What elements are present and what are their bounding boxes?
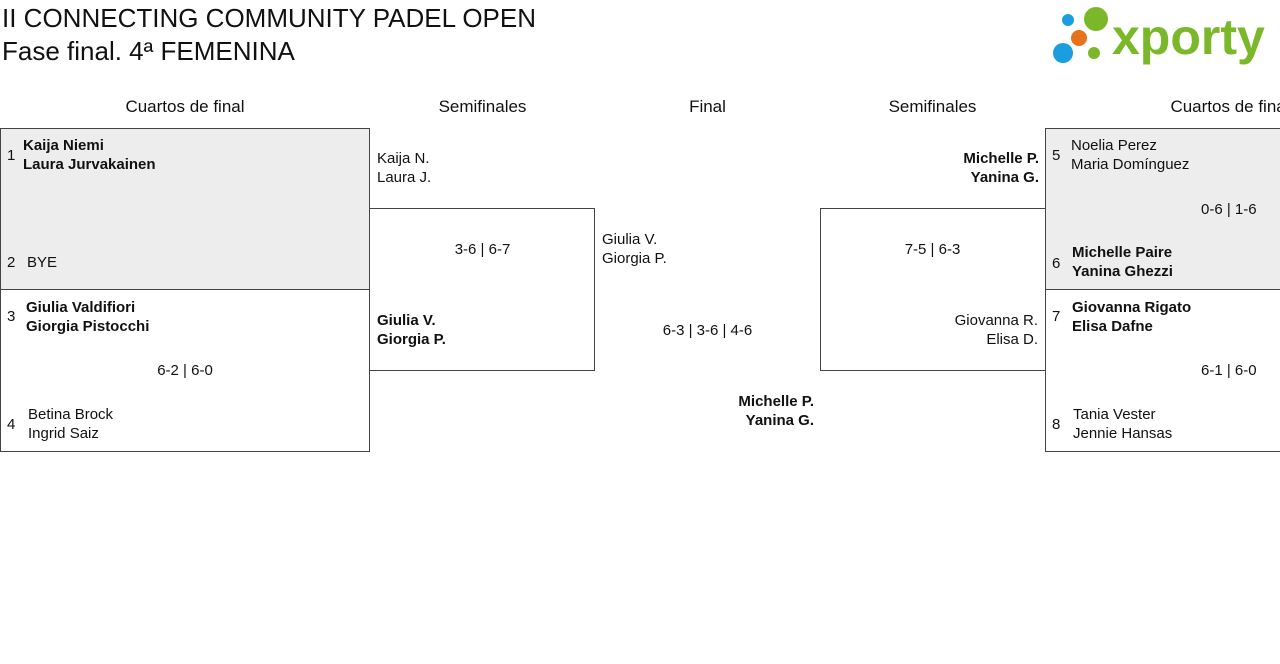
round-title-sf-left: Semifinales — [438, 97, 527, 116]
player-name: Yanina G. — [970, 169, 1039, 186]
qf-left-match-1[interactable] — [0, 128, 370, 290]
player-name: Michelle P. — [738, 393, 814, 410]
player-name: Tania Vester — [1073, 406, 1156, 423]
seed-number: 6 — [1052, 255, 1061, 272]
match-score: 7-5 | 6-3 — [904, 241, 961, 258]
player-name: Giorgia P. — [377, 331, 446, 348]
player-name: Giulia V. — [602, 231, 658, 248]
player-name: Laura Jurvakainen — [23, 156, 156, 173]
match-score: 6-1 | 6-0 — [1201, 362, 1257, 379]
player-name: Giorgia P. — [602, 250, 667, 267]
player-name: Kaija Niemi — [23, 137, 104, 154]
seed-number: 1 — [7, 147, 16, 164]
sf-left-bottom-team[interactable]: Giulia V. Giorgia P. — [377, 311, 446, 349]
player-name: Laura J. — [377, 169, 432, 186]
player-name: Giulia V. — [377, 312, 436, 329]
match-score: 0-6 | 1-6 — [1201, 201, 1257, 218]
sf-right-bottom-team[interactable]: Giovanna R. Elisa D. — [830, 311, 1038, 349]
xporty-logo[interactable]: xporty — [1050, 4, 1280, 68]
player-name: Giulia Valdifiori — [26, 299, 136, 316]
round-title-final: Final — [689, 97, 726, 116]
seed-number: 4 — [7, 416, 16, 433]
player-name: Yanina G. — [745, 412, 814, 429]
team-entry[interactable]: Giulia Valdifiori Giorgia Pistocchi — [26, 298, 149, 336]
sf-right-top-team[interactable]: Michelle P. Yanina G. — [830, 149, 1039, 187]
player-name: Noelia Perez — [1071, 137, 1157, 154]
qf-right-match-2[interactable] — [1045, 289, 1280, 452]
seed-number: 5 — [1052, 147, 1061, 164]
team-entry[interactable]: Tania Vester Jennie Hansas — [1073, 405, 1172, 443]
logo-wordmark: xporty — [1112, 9, 1265, 65]
draw-subtitle: Fase final. 4ª FEMENINA — [2, 36, 295, 66]
final-left-team[interactable]: Giulia V. Giorgia P. — [602, 230, 667, 268]
final-score: 6-3 | 3-6 | 4-6 — [662, 322, 753, 339]
player-name: Kaija N. — [377, 150, 430, 167]
player-name: Giovanna R. — [954, 312, 1038, 329]
seed-number: 8 — [1052, 416, 1061, 433]
sf-right-match[interactable] — [820, 208, 1046, 371]
team-entry[interactable]: Giovanna Rigato Elisa Dafne — [1072, 298, 1191, 336]
seed-number: 2 — [7, 254, 16, 271]
sf-left-top-team[interactable]: Kaija N. Laura J. — [377, 149, 431, 187]
player-name: Michelle P. — [963, 150, 1039, 167]
match-score: 3-6 | 6-7 — [454, 241, 511, 258]
player-name: Yanina Ghezzi — [1072, 263, 1173, 280]
seed-number: 7 — [1052, 308, 1061, 325]
player-name: Maria Domínguez — [1071, 156, 1190, 173]
match-score: 6-2 | 6-0 — [157, 362, 213, 379]
round-title-qf-right: Cuartos de final — [1170, 97, 1280, 116]
player-name: Elisa Dafne — [1072, 318, 1153, 335]
player-name: Betina Brock — [28, 406, 114, 423]
sf-left-match[interactable] — [369, 208, 595, 371]
final-right-team[interactable]: Michelle P. Yanina G. — [600, 392, 814, 430]
player-name: Ingrid Saiz — [28, 425, 99, 442]
round-title-qf-left: Cuartos de final — [125, 97, 245, 116]
player-name: Giovanna Rigato — [1072, 299, 1192, 316]
round-title-sf-right: Semifinales — [888, 97, 977, 116]
player-name: Elisa D. — [986, 331, 1038, 348]
player-name: Jennie Hansas — [1073, 425, 1173, 442]
team-entry[interactable]: Michelle Paire Yanina Ghezzi — [1072, 243, 1173, 281]
seed-number: 3 — [7, 308, 16, 325]
team-entry[interactable]: Betina Brock Ingrid Saiz — [28, 405, 113, 443]
player-name: BYE — [27, 254, 58, 271]
player-name: Giorgia Pistocchi — [26, 318, 150, 335]
tournament-title: II CONNECTING COMMUNITY PADEL OPEN — [2, 3, 537, 33]
team-entry[interactable]: Kaija Niemi Laura Jurvakainen — [23, 136, 156, 174]
team-entry: BYE — [27, 253, 57, 272]
player-name: Michelle Paire — [1072, 244, 1173, 261]
team-entry[interactable]: Noelia Perez Maria Domínguez — [1071, 136, 1189, 174]
xporty-logo-icon: xporty — [1053, 7, 1265, 65]
